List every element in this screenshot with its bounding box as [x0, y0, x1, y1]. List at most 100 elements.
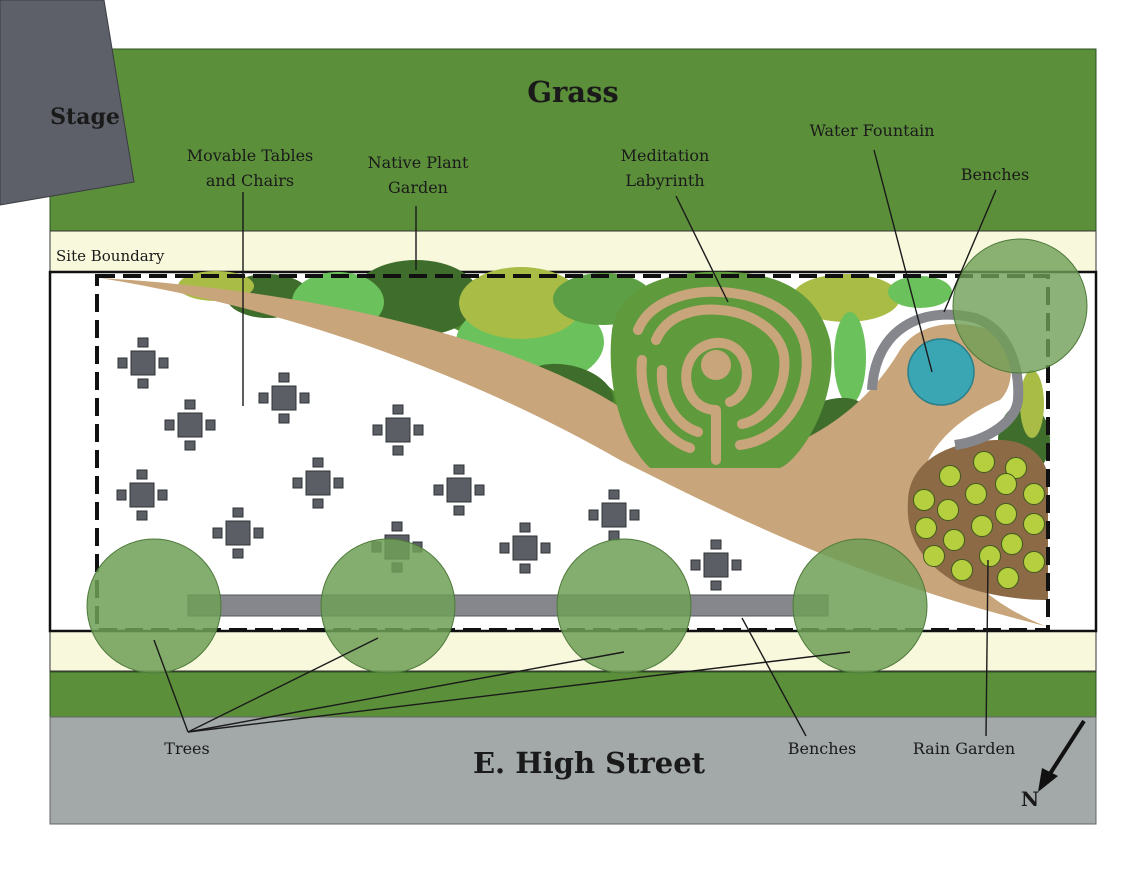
rain-garden-plant	[979, 545, 1001, 567]
label-native-plant-2: Garden	[388, 178, 448, 197]
chair	[292, 477, 303, 489]
rain-garden-plant	[1023, 551, 1045, 573]
rain-garden-plant	[923, 545, 945, 567]
label-benches-bottom: Benches	[788, 739, 856, 758]
chair	[333, 477, 344, 489]
chair	[137, 378, 149, 389]
label-street: E. High Street	[473, 746, 706, 780]
label-grass: Grass	[527, 75, 619, 109]
rain-garden-plant	[973, 451, 995, 473]
chair	[629, 509, 640, 521]
chair	[474, 484, 485, 496]
tree	[320, 538, 456, 674]
chair	[391, 521, 403, 532]
rain-garden-plant	[951, 559, 973, 581]
grass-strip-bottom	[49, 671, 1097, 718]
chair	[158, 357, 169, 369]
chair	[392, 404, 404, 415]
chair	[519, 522, 531, 533]
chair	[372, 424, 383, 436]
label-meditation-2: Labyrinth	[625, 171, 704, 190]
chair	[499, 542, 510, 554]
chair	[258, 392, 269, 404]
rain-garden-plant	[1023, 513, 1045, 535]
rain-garden-plants	[913, 451, 1045, 589]
rain-garden-plant	[995, 503, 1017, 525]
table	[703, 552, 729, 578]
chair	[710, 580, 722, 591]
chair	[157, 489, 168, 501]
chair	[278, 372, 290, 383]
tree	[952, 238, 1088, 374]
leader-lines	[153, 149, 997, 737]
rain-garden-plant	[937, 499, 959, 521]
chair	[608, 530, 620, 541]
label-movable-tables-2: and Chairs	[206, 171, 294, 190]
chair	[453, 464, 465, 475]
grass-area	[49, 48, 1097, 232]
chair	[212, 527, 223, 539]
table	[271, 385, 297, 411]
stage-structure	[0, 0, 135, 206]
meditation-labyrinth	[610, 271, 832, 468]
rain-garden-plant	[997, 567, 1019, 589]
chair	[312, 498, 324, 509]
chair	[312, 457, 324, 468]
chair	[710, 539, 722, 550]
label-water-fountain: Water Fountain	[809, 121, 934, 140]
chair	[433, 484, 444, 496]
chair	[116, 489, 127, 501]
label-site-boundary: Site Boundary	[56, 247, 165, 265]
label-rain-garden: Rain Garden	[913, 739, 1015, 758]
chair	[731, 559, 742, 571]
label-stage: Stage	[50, 104, 120, 130]
table	[446, 477, 472, 503]
table	[225, 520, 251, 546]
water-fountain	[907, 338, 975, 406]
rain-garden-plant	[1005, 457, 1027, 479]
tree	[556, 538, 692, 674]
rain-garden-plant	[995, 473, 1017, 495]
label-meditation-1: Meditation	[621, 146, 710, 165]
chair	[519, 563, 531, 574]
chair	[184, 399, 196, 410]
label-trees: Trees	[164, 739, 209, 758]
table	[177, 412, 203, 438]
rain-garden-plant	[971, 515, 993, 537]
chair	[608, 489, 620, 500]
rain-garden-plant	[913, 489, 935, 511]
tree	[86, 538, 222, 674]
trees-group	[86, 238, 1088, 674]
chair	[413, 424, 424, 436]
chair	[299, 392, 310, 404]
chair	[184, 440, 196, 451]
chair	[136, 510, 148, 521]
chair	[588, 509, 599, 521]
label-benches-top: Benches	[961, 165, 1029, 184]
chair	[253, 527, 264, 539]
table	[601, 502, 627, 528]
bench-bottom	[187, 594, 829, 617]
chair	[392, 445, 404, 456]
rain-garden-plant	[939, 465, 961, 487]
north-arrow	[1038, 719, 1086, 792]
rain-garden-plant	[1023, 483, 1045, 505]
street-area	[49, 716, 1097, 825]
table	[385, 417, 411, 443]
chair	[540, 542, 551, 554]
label-north: N	[1021, 787, 1039, 811]
chair	[137, 337, 149, 348]
table	[305, 470, 331, 496]
label-movable-tables-1: Movable Tables	[187, 146, 314, 165]
chair	[164, 419, 175, 431]
chair	[278, 413, 290, 424]
chair	[690, 559, 701, 571]
chair	[205, 419, 216, 431]
label-native-plant-1: Native Plant	[368, 153, 469, 172]
rain-garden-plant	[943, 529, 965, 551]
chair	[136, 469, 148, 480]
movable-tables-group	[116, 337, 742, 591]
table	[129, 482, 155, 508]
rain-garden-plant	[965, 483, 987, 505]
